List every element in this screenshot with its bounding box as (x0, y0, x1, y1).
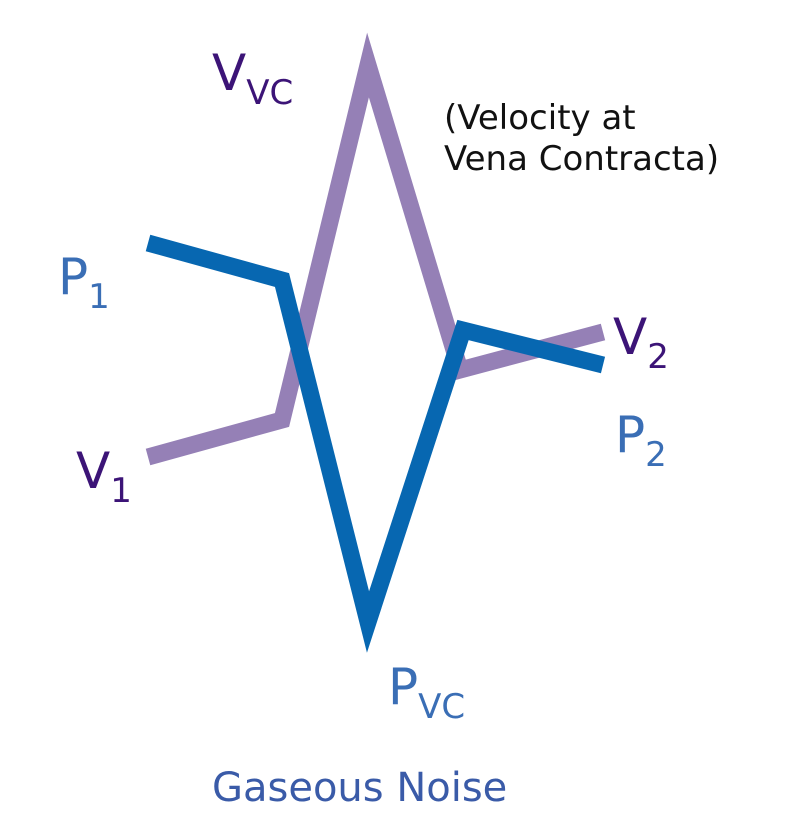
v2-main: V (613, 308, 648, 366)
v-vc-note-line1: (Velocity at (444, 98, 636, 138)
v1-subscript: 1 (110, 471, 132, 511)
p-vc-label: PVC (388, 662, 465, 724)
p-vc-main: P (388, 658, 419, 716)
p-vc-subscript: VC (418, 687, 466, 727)
p1-main: P (58, 248, 89, 306)
p2-subscript: 2 (645, 435, 667, 475)
v-vc-main: V (212, 44, 247, 102)
p1-label: P1 (58, 252, 110, 314)
velocity-line (145, 32, 606, 466)
v-vc-label: VVC (212, 48, 293, 110)
v-vc-note-line2: Vena Contracta) (444, 138, 720, 179)
diagram-title: Gaseous Noise (212, 765, 508, 811)
v1-label: V1 (76, 446, 132, 508)
v2-subscript: 2 (647, 337, 669, 377)
p2-main: P (615, 406, 646, 464)
v1-main: V (76, 442, 111, 500)
p1-subscript: 1 (88, 277, 110, 317)
pressure-line (145, 234, 606, 653)
v2-label: V2 (613, 312, 669, 374)
v-vc-subscript: VC (246, 73, 294, 113)
p2-label: P2 (615, 410, 667, 472)
v-vc-note: (Velocity at Vena Contracta) (444, 98, 719, 180)
